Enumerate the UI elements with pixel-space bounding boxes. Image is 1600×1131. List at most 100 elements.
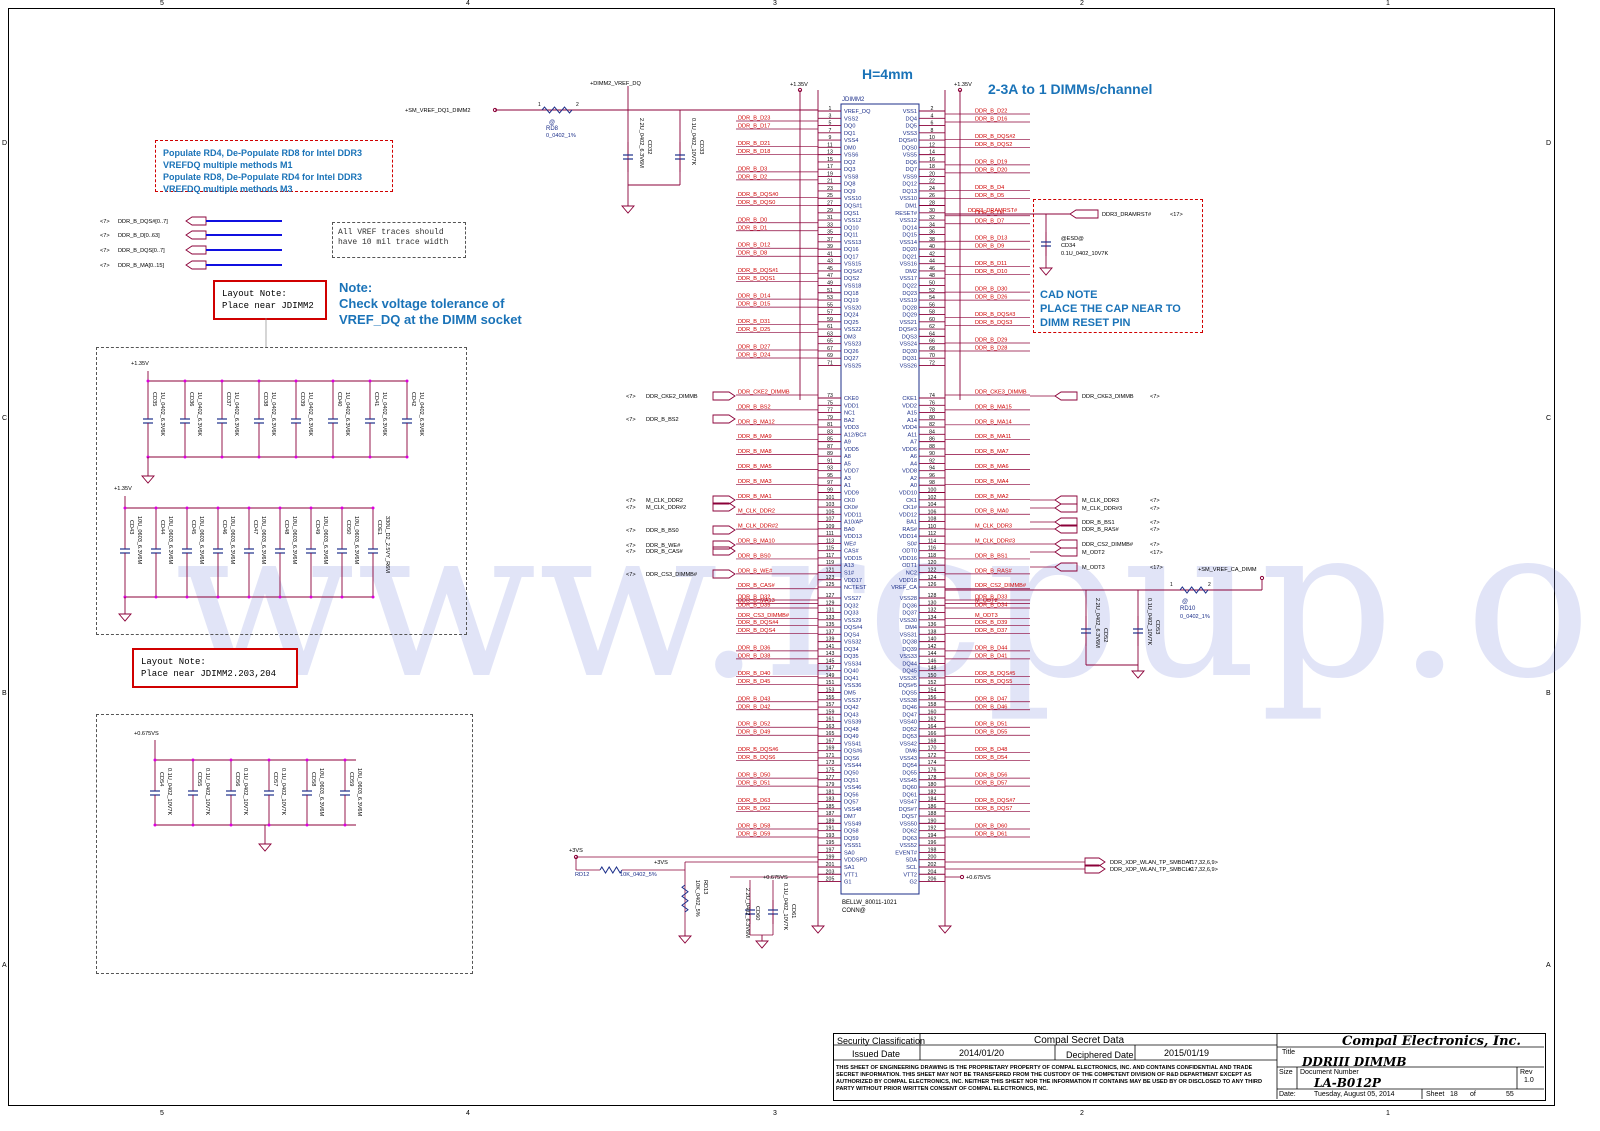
pin-label: VSS19 <box>900 298 917 304</box>
pin-label: VSS29 <box>844 618 861 624</box>
component-ref: CD36 <box>188 392 194 406</box>
pin-number: 27 <box>827 201 833 207</box>
component-ref: CD32 <box>646 140 652 154</box>
drawing-frame <box>8 8 1555 1106</box>
pin-number: 5 <box>829 121 832 127</box>
sheet-total: 55 <box>1506 1091 1514 1098</box>
ground-icon <box>678 935 692 944</box>
pin-label: DM6 <box>905 749 917 755</box>
signal-name: DDR_B_D1 <box>738 225 767 231</box>
pin-number: 105 <box>826 509 835 515</box>
pin-number: 60 <box>929 317 935 323</box>
component-value: 10U_0603_6.3V6M <box>356 768 362 817</box>
vref-note-line: have 10 mil trace width <box>338 238 449 247</box>
component-value: 0.1U_0402_10V7K <box>204 768 210 816</box>
size-label: Size <box>1279 1069 1293 1076</box>
net-label: +3VS <box>654 860 668 866</box>
signal-name: DDR_B_D25 <box>738 327 770 333</box>
net-label: <17,32,6,9> <box>1188 867 1218 873</box>
offpage-connector-icon <box>1054 562 1078 572</box>
offpage-connector-icon <box>712 502 736 512</box>
offpage-name: DDR_B_WE# <box>646 543 681 549</box>
offpage-connector-icon <box>712 569 736 579</box>
pin-number: 150 <box>928 673 937 679</box>
voltage-note: Note: Check voltage tolerance of VREF_DQ… <box>339 280 522 328</box>
cad-note-box <box>1033 199 1203 333</box>
component-value: 0.1U_0402_10V7K <box>782 883 788 931</box>
ground-icon <box>258 843 272 852</box>
offpage-connector-icon <box>1054 503 1078 513</box>
net-label: +1.35V <box>790 82 808 88</box>
signal-name: DDR_B_D55 <box>975 730 1007 736</box>
signal-name: DDR_B_D49 <box>738 730 770 736</box>
pin-number: 20 <box>929 171 935 177</box>
pin-label: DQ39 <box>902 647 917 653</box>
pin-number: 2 <box>931 106 934 112</box>
signal-name: DDR_B_MA11 <box>975 434 1011 440</box>
pin-number: 49 <box>827 280 833 286</box>
pin-number: 130 <box>928 600 937 606</box>
pin-number: 74 <box>929 393 935 399</box>
pin-label: VSS42 <box>900 741 917 747</box>
pin-label: VSS37 <box>844 698 861 704</box>
signal-name: DDR_B_DQS3 <box>975 320 1012 326</box>
pin-number: 64 <box>929 331 935 337</box>
pin-label: VSS10 <box>844 196 861 202</box>
junction-dot <box>185 506 189 510</box>
signal-name: DDR_CKE3_DIMMB <box>975 390 1027 396</box>
junction-dot <box>154 595 158 599</box>
pin-label: DQ7 <box>905 167 917 173</box>
rev-label: Rev <box>1520 1069 1533 1076</box>
net-label: +0.675VS <box>134 731 159 737</box>
pin-number: 203 <box>826 869 835 875</box>
signal-name: DDR_B_D46 <box>975 704 1007 710</box>
ground-icon <box>141 475 155 484</box>
junction-dot <box>191 823 195 827</box>
pin-number: 131 <box>826 608 835 614</box>
layout-note-1: Layout Note: Place near JDIMM2 <box>213 280 327 320</box>
component-value: 0_0402_1% <box>1180 614 1210 620</box>
pin-number: 195 <box>826 840 835 846</box>
pin-label: DM4 <box>905 625 917 631</box>
junction-dot <box>278 595 282 599</box>
pin-label: DQ46 <box>902 705 917 711</box>
pin-label: VTT2 <box>903 872 917 878</box>
pin-label: VSS16 <box>900 262 917 268</box>
border-letter: C <box>1546 415 1552 422</box>
signal-name: DDR_B_DQS0 <box>738 200 775 206</box>
border-number: 3 <box>773 1110 777 1117</box>
pin-number: 202 <box>928 862 937 868</box>
pin-number: 167 <box>826 738 835 744</box>
pin-number: 34 <box>929 222 935 228</box>
offpage-ref: <7> <box>1150 506 1160 512</box>
pin-number: 1 <box>829 106 832 112</box>
offpage-ref: <7> <box>1150 520 1160 526</box>
component-ref: CD53 <box>1154 620 1160 634</box>
pin-number: 201 <box>826 862 835 868</box>
pin-label: VSS12 <box>900 218 917 224</box>
pin-label: VSS48 <box>844 807 861 813</box>
pin-label: DQ3 <box>844 167 856 173</box>
vref-note-box <box>332 222 466 258</box>
pin-label: CK0 <box>844 498 855 504</box>
pin-label: DQS5 <box>902 691 917 697</box>
layout-note-text: Place near JDIMM2 <box>222 301 314 311</box>
pin-number: 162 <box>928 717 937 723</box>
headline-dimms: 2-3A to 1 DIMMs/channel <box>988 81 1153 97</box>
offpage-connector-icon <box>1054 539 1078 549</box>
signal-name: DDR_B_D13 <box>975 236 1007 242</box>
signal-name: DDR_B_D0 <box>738 217 767 223</box>
component-ref: CD37 <box>225 392 231 406</box>
junction-dot <box>185 595 189 599</box>
offpage-ref: <7> <box>626 528 636 534</box>
pin-number: 122 <box>928 567 937 573</box>
pin-label: VSS12 <box>844 218 861 224</box>
junction-dot <box>216 595 220 599</box>
signal-name: DDR_B_D57 <box>975 781 1007 787</box>
signal-name: DDR_B_D28 <box>975 346 1007 352</box>
pin-label: DQS1 <box>844 211 859 217</box>
signal-name: DDR_B_D39 <box>975 620 1007 626</box>
title-block: Security Classification Compal Secret Da… <box>833 1033 1546 1101</box>
pin-number: 198 <box>928 847 937 853</box>
pin-label: A5 <box>844 461 851 467</box>
